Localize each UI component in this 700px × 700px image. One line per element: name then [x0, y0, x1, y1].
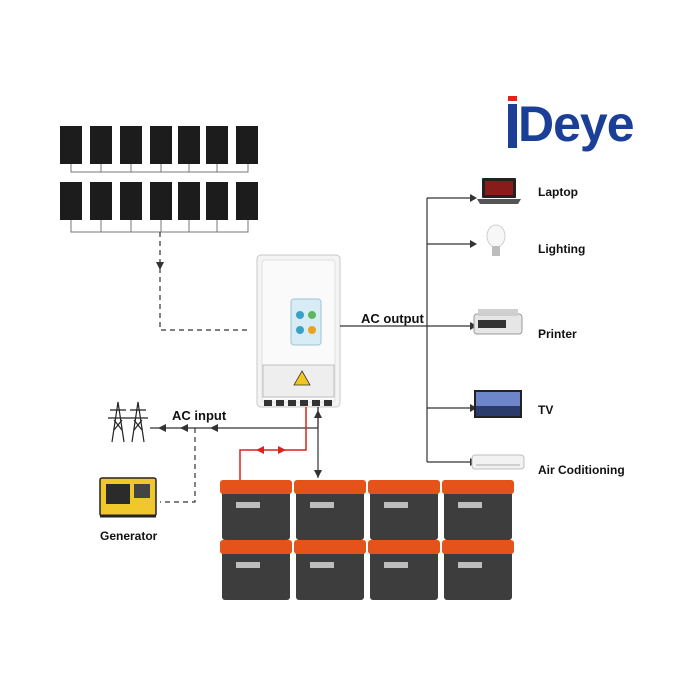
battery [442, 480, 514, 540]
solar-panel [178, 182, 200, 220]
inverter [256, 254, 341, 408]
warning-icon [293, 370, 311, 386]
ac-input-label: AC input [172, 408, 227, 423]
solar-panel [120, 126, 142, 164]
logo-mark [508, 104, 517, 148]
battery [368, 540, 440, 600]
solar-array [60, 126, 258, 233]
solar-panel [90, 182, 112, 220]
utility-tower-icon [108, 401, 148, 443]
dc-wire [239, 407, 307, 480]
solar-panel [206, 182, 228, 220]
solar-panel [178, 126, 200, 164]
battery-bank [220, 480, 514, 600]
inverter-display [290, 298, 322, 346]
solar-panel [236, 126, 258, 164]
load-label-printer: Printer [538, 327, 577, 341]
generator-icon [99, 477, 157, 518]
solar-panel [60, 182, 82, 220]
load-label-air-conditioning: Air Coditioning [538, 463, 625, 477]
solar-panel [90, 126, 112, 164]
generator-label: Generator [100, 529, 158, 543]
load-label-tv: TV [538, 403, 554, 417]
solar-panel-row-bottom [60, 182, 258, 220]
pv-arrow-down [156, 262, 164, 270]
solar-panel [206, 126, 228, 164]
battery [220, 480, 292, 540]
battery [442, 540, 514, 600]
battery [368, 480, 440, 540]
battery [220, 540, 292, 600]
solar-panel [150, 126, 172, 164]
solar-panel [60, 126, 82, 164]
pv-wire [159, 232, 248, 331]
dc-arrows [256, 446, 286, 454]
solar-panel [236, 182, 258, 220]
printer-icon [473, 309, 523, 335]
air-conditioner-icon [471, 454, 525, 470]
laptop-icon [477, 178, 521, 204]
solar-panel [150, 182, 172, 220]
ac-output-label: AC output [361, 311, 424, 326]
deye-logo: Deye [508, 96, 678, 156]
tv-icon [474, 390, 522, 418]
logo-dot [508, 96, 517, 101]
ac-input-arrows [158, 424, 218, 432]
inverter-terminals [264, 400, 332, 406]
load-label-laptop: Laptop [538, 185, 578, 199]
battery [294, 480, 366, 540]
solar-panel [120, 182, 142, 220]
logo-wordmark: Deye [518, 96, 635, 152]
solar-panel-row-top [60, 126, 258, 164]
load-label-lighting: Lighting [538, 242, 586, 256]
light-bulb-icon [486, 224, 506, 256]
ac-output-bus [340, 197, 470, 463]
battery [294, 540, 366, 600]
battery-bus-arrows [314, 410, 322, 478]
